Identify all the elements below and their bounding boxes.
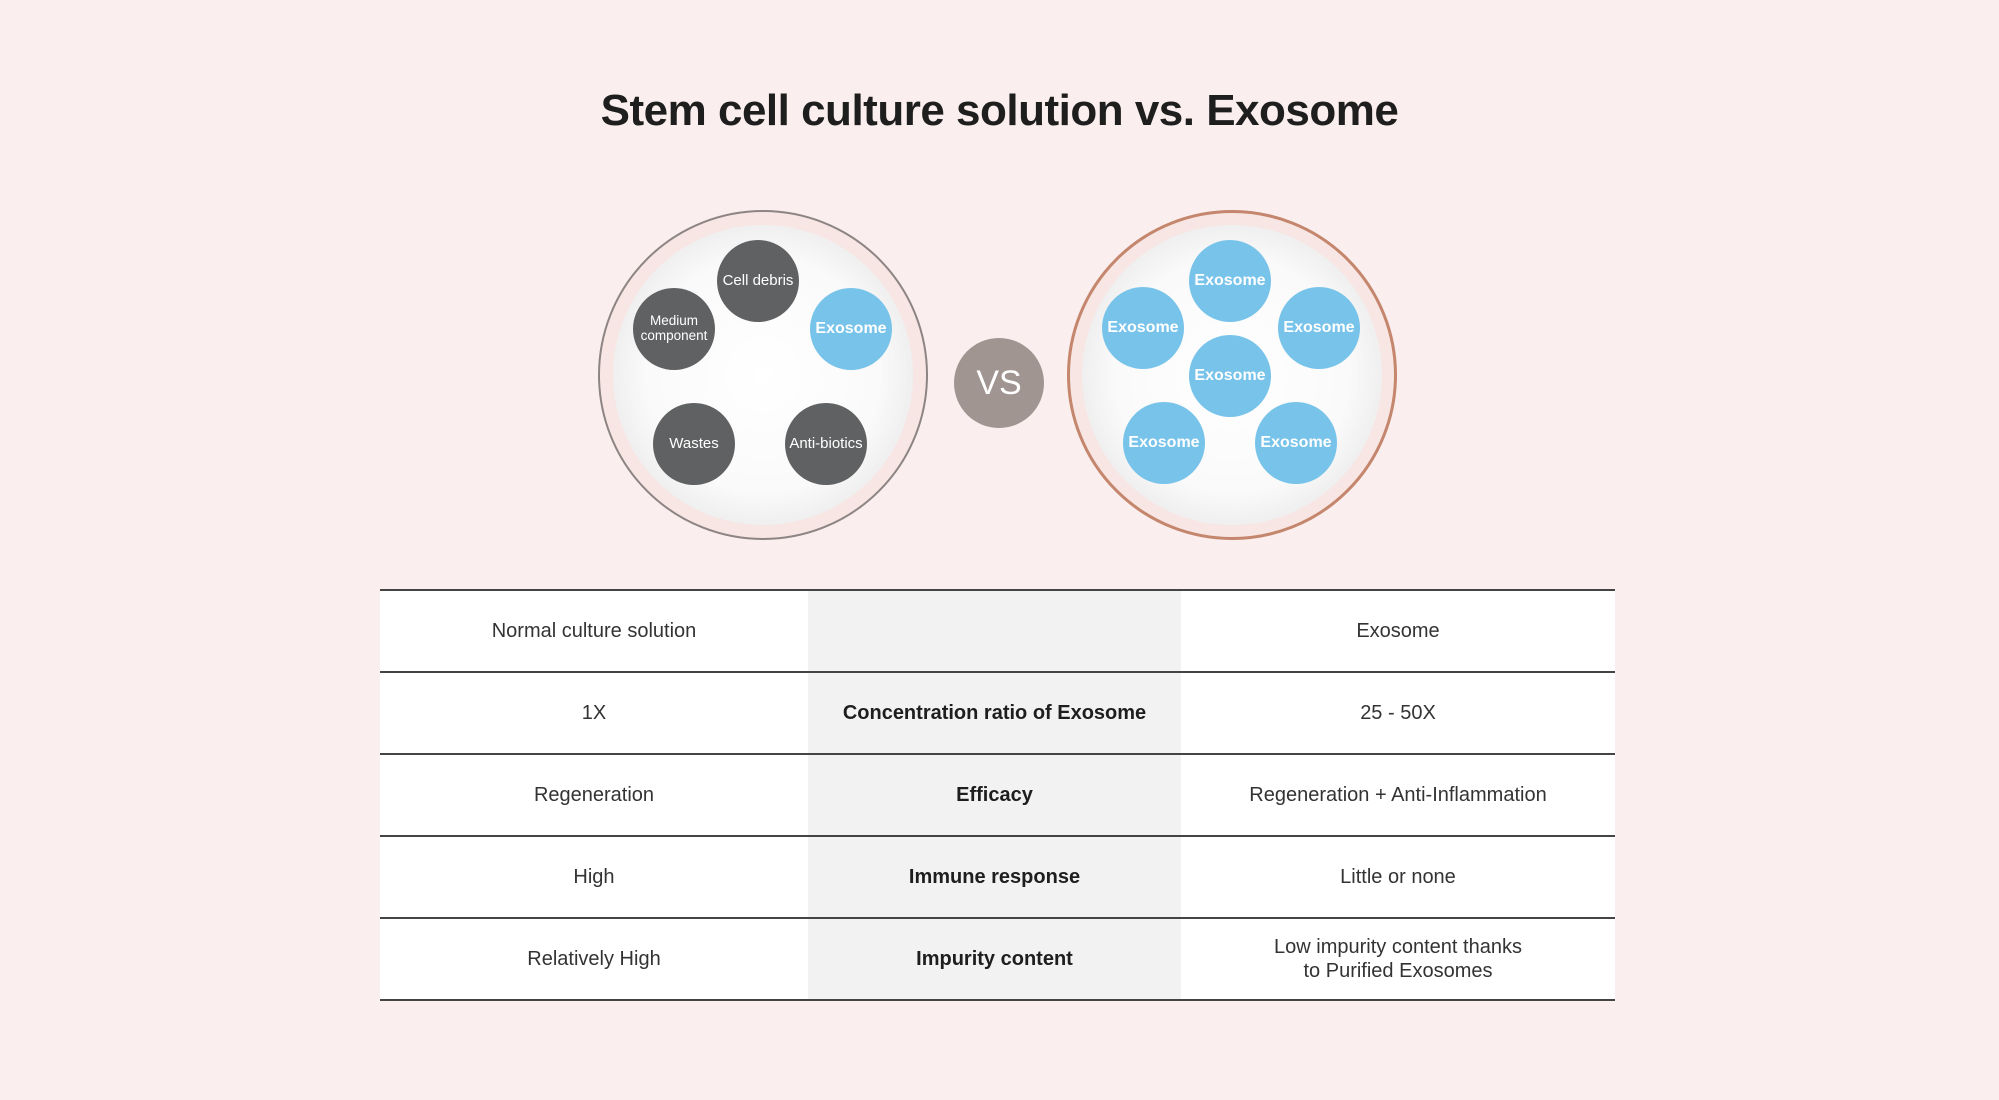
cell-debris-circle: Cell debris [717, 240, 799, 322]
cell-normal-value: Relatively High [380, 918, 808, 1001]
anti-biotics-circle: Anti-biotics [785, 403, 867, 485]
row-label: Concentration ratio of Exosome [808, 672, 1181, 755]
cell-exosome-value-line2: to Purified Exosomes [1303, 960, 1493, 982]
cell-normal-value: 1X [380, 672, 808, 755]
medium-component-line2: component [640, 328, 708, 343]
cell-exosome-value: Little or none [1181, 836, 1615, 919]
vs-badge: VS [954, 338, 1044, 428]
table-header-row: Normal culture solution Exosome [380, 589, 1615, 673]
header-blank [808, 589, 1181, 673]
cell-exosome-value: Low impurity content thanks to Purified … [1181, 918, 1615, 1001]
table-row: High Immune response Little or none [380, 836, 1615, 919]
row-label: Immune response [808, 836, 1181, 919]
cell-normal-value: Regeneration [380, 754, 808, 837]
header-normal-culture: Normal culture solution [380, 589, 808, 673]
exosome-circle: Exosome [1189, 335, 1271, 417]
row-label: Impurity content [808, 918, 1181, 1001]
page-title: Stem cell culture solution vs. Exosome [600, 86, 1399, 135]
table-row: Relatively High Impurity content Low imp… [380, 918, 1615, 1001]
dish-inner: Exosome Exosome Exosome Exosome Exosome … [1082, 225, 1382, 525]
exosome-circle: Exosome [1189, 240, 1271, 322]
header-exosome: Exosome [1181, 589, 1615, 673]
exosome-circle: Exosome [810, 288, 892, 370]
table-row: 1X Concentration ratio of Exosome 25 - 5… [380, 672, 1615, 755]
row-label: Efficacy [808, 754, 1181, 837]
exosome-circle: Exosome [1123, 402, 1205, 484]
table-row: Regeneration Efficacy Regeneration + Ant… [380, 754, 1615, 837]
wastes-circle: Wastes [653, 403, 735, 485]
exosome-dish: Exosome Exosome Exosome Exosome Exosome … [1067, 210, 1397, 540]
exosome-circle: Exosome [1255, 402, 1337, 484]
exosome-circle: Exosome [1102, 287, 1184, 369]
exosome-circle: Exosome [1278, 287, 1360, 369]
cell-exosome-value: 25 - 50X [1181, 672, 1615, 755]
comparison-table: Normal culture solution Exosome 1X Conce… [380, 589, 1615, 1001]
cell-normal-value: High [380, 836, 808, 919]
cell-exosome-value-line1: Low impurity content thanks [1274, 936, 1522, 958]
cell-exosome-value: Regeneration + Anti-Inflammation [1181, 754, 1615, 837]
medium-component-line1: Medium [649, 313, 698, 329]
